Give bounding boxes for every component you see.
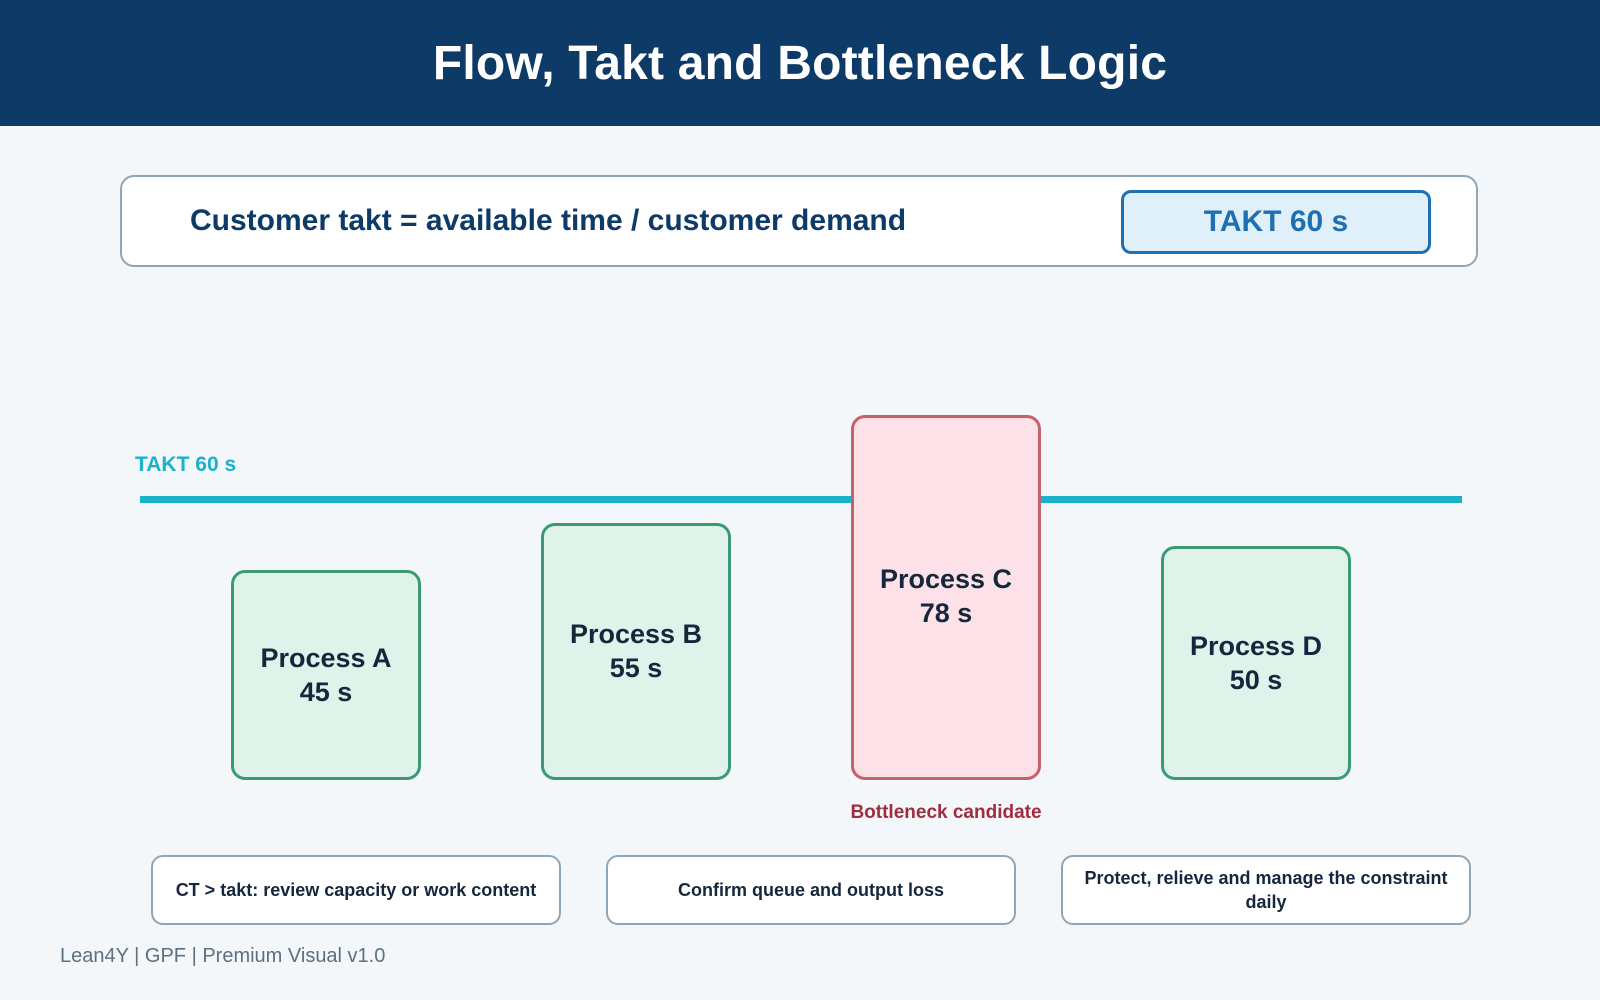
process-box-d: Process D 50 s bbox=[1161, 546, 1351, 780]
takt-line bbox=[140, 496, 1462, 503]
process-cycle-time: 50 s bbox=[1229, 665, 1283, 696]
process-cycle-time: 78 s bbox=[919, 598, 973, 629]
note-capacity-review: CT > takt: review capacity or work conte… bbox=[151, 855, 561, 925]
note-manage-constraint: Protect, relieve and manage the constrai… bbox=[1061, 855, 1471, 925]
process-name: Process A bbox=[260, 642, 392, 673]
process-cycle-time: 45 s bbox=[299, 676, 353, 707]
takt-formula: Customer takt = available time / custome… bbox=[190, 204, 907, 237]
process-box-a: Process A 45 s bbox=[231, 569, 421, 780]
process-name: Process B bbox=[569, 619, 703, 650]
note-queue-output: Confirm queue and output loss bbox=[606, 855, 1016, 925]
process-box-b: Process B 55 s bbox=[541, 522, 731, 780]
formula-panel: Customer takt = available time / custome… bbox=[120, 175, 1478, 267]
page-title: Flow, Takt and Bottleneck Logic bbox=[432, 36, 1168, 90]
process-box-c: Process C 78 s bbox=[851, 415, 1041, 780]
footer-credit: Lean4Y | GPF | Premium Visual v1.0 bbox=[60, 945, 386, 967]
process-cycle-time: 55 s bbox=[609, 653, 663, 684]
takt-line-label: TAKT 60 s bbox=[135, 453, 237, 476]
header-bar: Flow, Takt and Bottleneck Logic bbox=[0, 0, 1600, 126]
takt-badge: TAKT 60 s bbox=[1121, 190, 1431, 254]
bottleneck-caption: Bottleneck candidate bbox=[850, 802, 1042, 823]
process-name: Process D bbox=[1189, 631, 1323, 662]
process-name: Process C bbox=[879, 564, 1013, 595]
